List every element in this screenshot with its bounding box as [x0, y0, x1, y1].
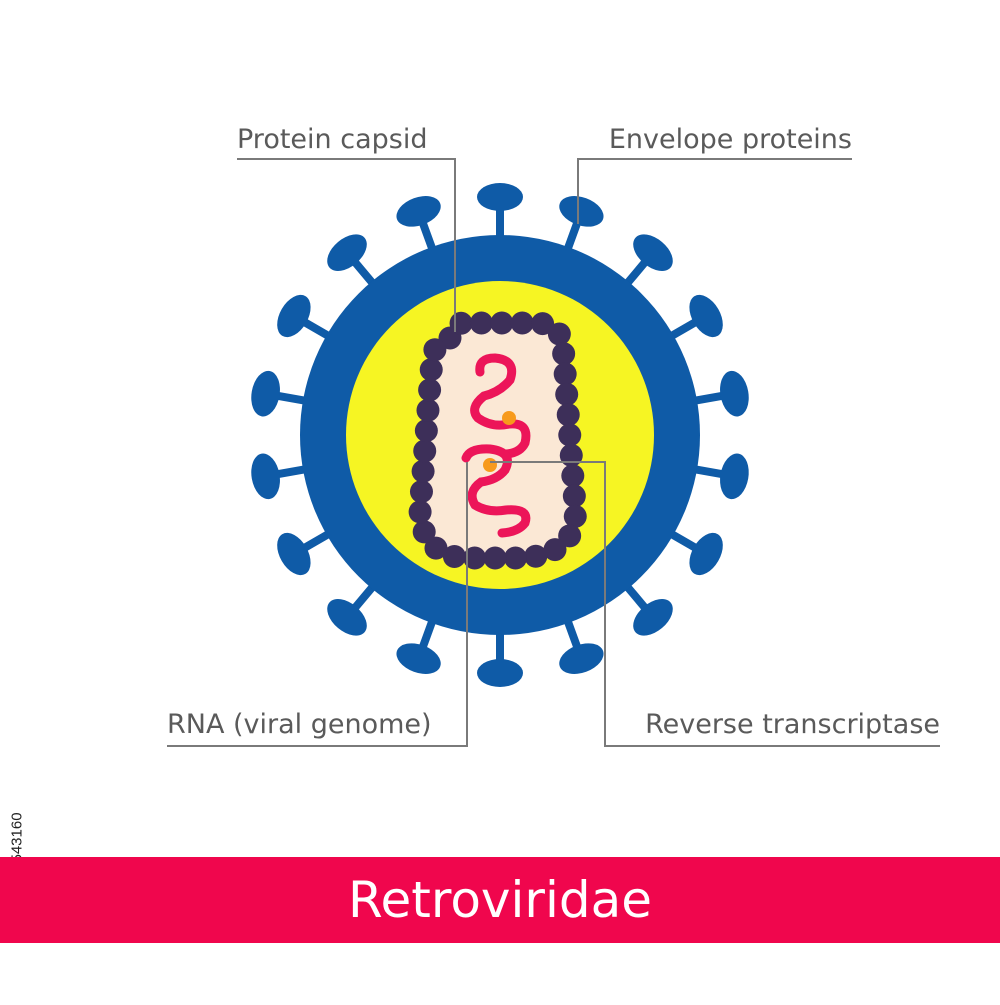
- capsid-protein-dot: [416, 398, 440, 422]
- label-protein-capsid: Protein capsid: [237, 124, 427, 155]
- capsid-protein-dot: [490, 311, 514, 335]
- reverse-transcriptase-dot: [502, 411, 516, 425]
- label-rna-viral-genome: RNA (viral genome): [167, 709, 432, 740]
- label-reverse-transcriptase: Reverse transcriptase: [645, 709, 940, 740]
- spike-head: [559, 196, 604, 227]
- capsid-protein-dot: [556, 403, 580, 427]
- capsid-protein-dot: [524, 544, 548, 568]
- spike-head: [559, 643, 604, 674]
- capsid-protein-dot: [419, 358, 443, 382]
- spike-head: [633, 234, 673, 271]
- capsid-protein-dot: [562, 484, 586, 508]
- capsid-protein-dot: [408, 500, 432, 524]
- capsid-protein-dot: [449, 311, 473, 335]
- envelope-protein-spike-icon: [277, 294, 338, 344]
- spike-head: [633, 599, 673, 636]
- envelope-protein-spike-icon: [327, 234, 381, 293]
- envelope-protein-spike-icon: [662, 294, 723, 344]
- spike-head: [396, 196, 441, 227]
- envelope-protein-spike-icon: [662, 526, 723, 576]
- capsid-protein-dot: [547, 322, 571, 346]
- label-envelope-proteins: Envelope proteins: [609, 124, 852, 155]
- envelope-protein-spike-icon: [327, 577, 381, 636]
- capsid-protein-dot: [543, 538, 567, 562]
- envelope-spikes: [251, 183, 749, 687]
- spike-head: [277, 532, 311, 576]
- spike-head: [277, 294, 311, 338]
- capsid-protein-dot: [414, 419, 438, 443]
- capsid-protein-dot: [561, 464, 585, 488]
- capsid-protein-dot: [469, 311, 493, 335]
- capsid-protein-dot: [418, 378, 442, 402]
- capsid-protein-dot: [442, 544, 466, 568]
- spike-head: [327, 234, 367, 271]
- spike-head: [396, 643, 441, 674]
- spike-head: [477, 659, 523, 687]
- leader-line-protein-capsid: [237, 158, 456, 332]
- capsid-protein-dot: [423, 338, 447, 362]
- capsid-protein-dot: [558, 423, 582, 447]
- capsid-protein-dot: [412, 520, 436, 544]
- spike-head: [689, 532, 723, 576]
- leader-line-reverse-transcriptase: [490, 461, 940, 747]
- leader-line-envelope-proteins: [577, 158, 852, 224]
- title-banner: Retroviridae: [0, 857, 1000, 943]
- capsid-protein-dot: [503, 546, 527, 570]
- capsid-protein-dot: [558, 524, 582, 548]
- capsid-protein-dot: [483, 546, 507, 570]
- spike-head: [251, 453, 280, 500]
- capsid-protein-dot: [409, 480, 433, 504]
- capsid-protein-dot: [552, 342, 576, 366]
- capsid-protein-dot: [413, 439, 437, 463]
- capsid-protein-dot: [559, 443, 583, 467]
- capsid-core: [420, 323, 576, 558]
- capsid-protein-dot: [424, 536, 448, 560]
- capsid-protein-dot: [531, 312, 555, 336]
- spike-head: [689, 294, 723, 338]
- capsid-protein-dot: [555, 382, 579, 406]
- leader-line-rna-genome: [167, 462, 468, 747]
- reverse-transcriptase-dot: [483, 458, 497, 472]
- capsid-protein-dot: [463, 546, 487, 570]
- spike-head: [720, 453, 749, 500]
- capsid-protein-dot: [563, 504, 587, 528]
- rna-strand-upper: [470, 353, 531, 459]
- spike-head: [720, 370, 749, 417]
- spike-head: [327, 599, 367, 636]
- capsid-protein-dot: [553, 362, 577, 386]
- diagram-title: Retroviridae: [348, 871, 652, 929]
- capsid-protein-dot: [411, 459, 435, 483]
- envelope-protein-spike-icon: [619, 577, 673, 636]
- spike-head: [477, 183, 523, 211]
- envelope-protein-spike-icon: [619, 234, 673, 293]
- capsid-protein-dot: [510, 311, 534, 335]
- spike-head: [251, 370, 280, 417]
- envelope-protein-spike-icon: [277, 526, 338, 576]
- rna-strand-lower: [461, 444, 531, 538]
